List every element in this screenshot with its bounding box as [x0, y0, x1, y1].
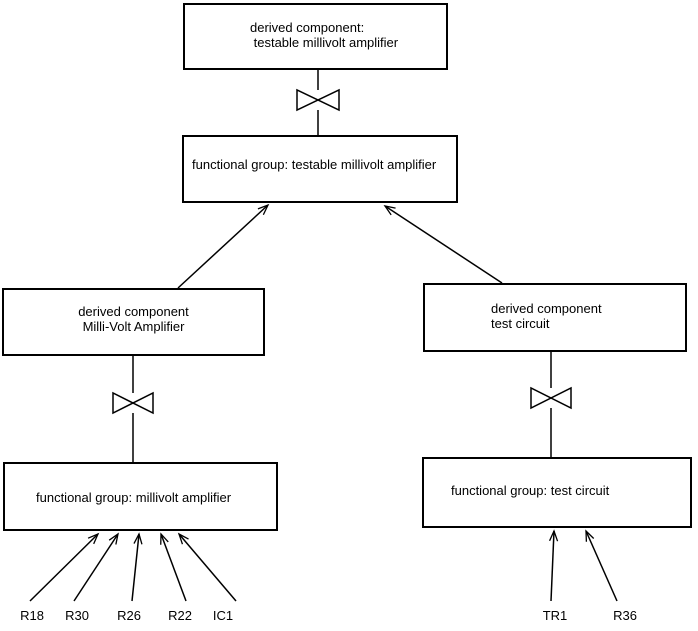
leaf-label-tr1: TR1 [542, 608, 568, 623]
leaf-label-ic1: IC1 [212, 608, 234, 623]
node-fg-mva-box: functional group: millivolt amplifier [3, 462, 278, 531]
link-left-derived-to-fg [112, 356, 154, 462]
arrow-R30 [73, 532, 119, 602]
node-text-line: derived component [491, 301, 602, 316]
leaf-label-r22: R22 [168, 608, 192, 623]
leaf-label-r36: R36 [613, 608, 637, 623]
node-fg-test-box: functional group: test circuit [422, 457, 692, 528]
node-fg-testable-box: functional group: testable millivolt amp… [182, 135, 458, 203]
node-text-line: derived component [78, 304, 189, 319]
node-derived-mva-box: derived component Milli-Volt Amplifier [2, 288, 265, 356]
bowtie-icon-top [296, 88, 340, 112]
node-text-line: derived component: [250, 20, 365, 35]
bowtie-icon-left [112, 391, 154, 415]
arrow-R26 [131, 532, 143, 602]
node-text-line: functional group: millivolt amplifier [36, 490, 232, 505]
arrow-IC1 [177, 532, 237, 602]
leaf-label-r30: R30 [65, 608, 89, 623]
arrow-TR1 [548, 529, 559, 602]
node-text-line: test circuit [491, 316, 550, 331]
leaf-label-r26: R26 [117, 608, 141, 623]
arrow-R22 [160, 532, 187, 602]
arrows-to-fg-testable [177, 203, 503, 289]
arrows-right-leaves [548, 529, 618, 602]
node-text-line: Milli-Volt Amplifier [82, 319, 185, 334]
node-text-line: testable millivolt amplifier [250, 35, 399, 50]
arrow-R18 [29, 532, 100, 602]
link-right-derived-to-fg [530, 352, 572, 457]
bowtie-icon-right [530, 386, 572, 410]
link-top-derived-to-fg [296, 70, 340, 135]
arrow-test-to-fg-testable [383, 205, 503, 284]
node-text-line: functional group: testable millivolt amp… [192, 157, 437, 172]
leaf-label-r18: R18 [20, 608, 44, 623]
arrow-R36 [585, 529, 618, 602]
arrows-left-leaves [29, 532, 237, 602]
node-derived-testable-box: derived component: testable millivolt am… [183, 3, 448, 70]
node-text-line: functional group: test circuit [451, 483, 610, 498]
node-derived-test-box: derived component test circuit [423, 283, 687, 352]
arrow-mva-to-fg-testable [177, 203, 270, 289]
